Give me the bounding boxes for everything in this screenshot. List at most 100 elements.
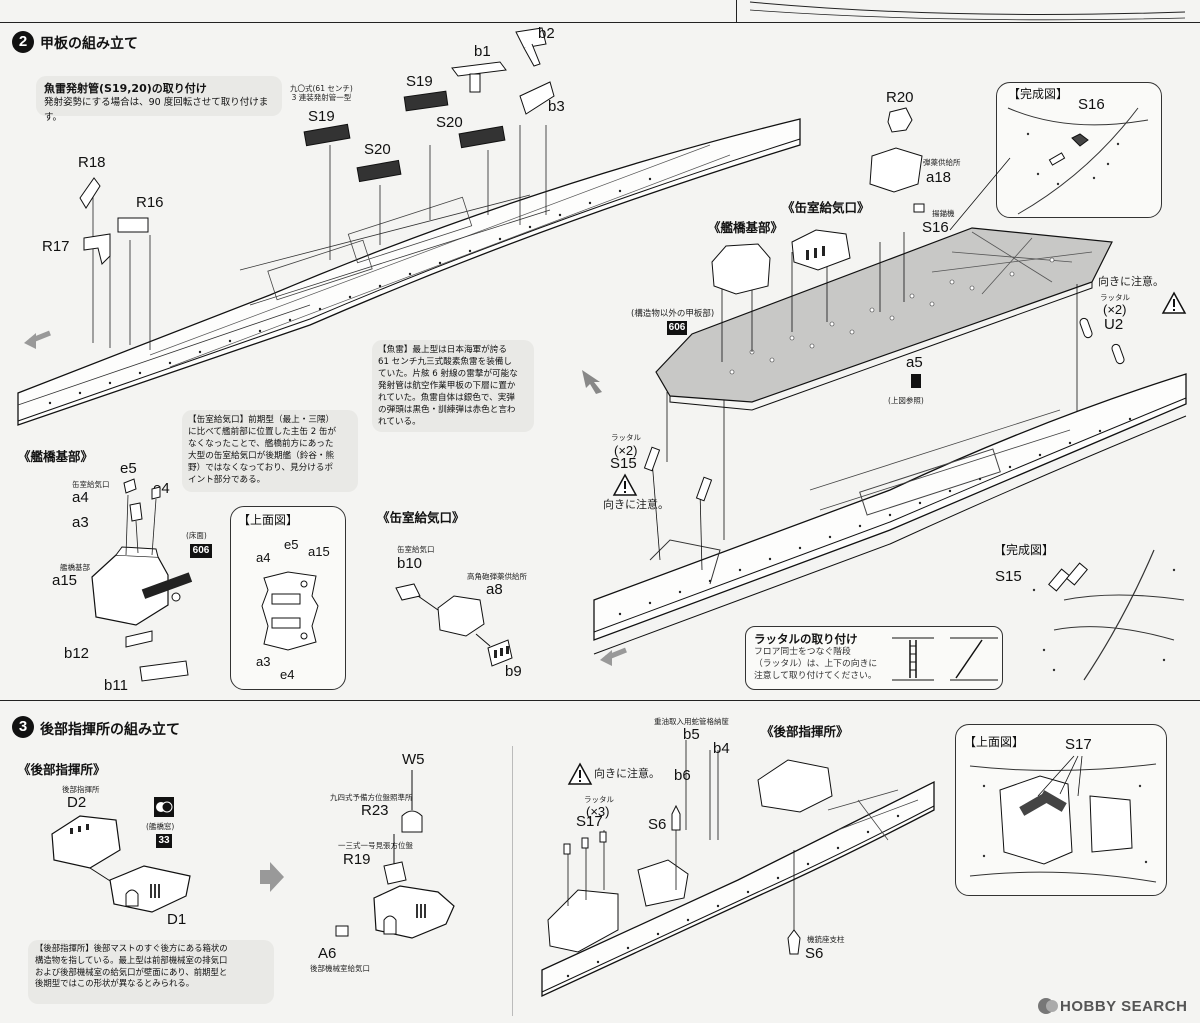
ladder2-caption: ラッタル <box>611 433 641 442</box>
part-b1-label: b1 <box>474 43 491 60</box>
rear-deck-parts <box>79 177 149 265</box>
intake-info-text: 【缶室給気口】前期型（最上・三隈） に比べて艦前部に位置した主缶 2 缶が なく… <box>188 415 337 486</box>
rear-command-parts-drawing <box>51 815 191 913</box>
d2-caption: 後部指揮所 <box>62 785 100 794</box>
step3-top-view-label: 【上面図】 <box>964 735 1025 749</box>
s17-qty: (×3) <box>586 804 610 819</box>
caution-text-3: 向きに注意。 <box>594 767 660 780</box>
part-u2-label: U2 <box>1104 316 1124 333</box>
part-b12-label: b12 <box>64 645 90 662</box>
section-divider <box>0 700 1200 701</box>
r20-a18-parts <box>869 107 925 213</box>
part-b10-label: b10 <box>397 555 423 572</box>
part-r17-label: R17 <box>42 238 70 255</box>
top-view-label: 【上面図】 <box>238 513 299 527</box>
b5-caption: 重油取入用蛇管格納筐 <box>654 717 729 726</box>
rear-command-info-note: 【後部指揮所】後部マストのすぐ後方にある箱状の 構造物を指している。最上型は前部… <box>28 940 274 1004</box>
ladder-note-text: フロア同士をつなぐ階段 （ラッタル）は、上下の向きに 注意して取り付けてください… <box>754 647 878 681</box>
part-b6-label: b6 <box>674 767 691 784</box>
part-a15-label: a15 <box>52 572 78 589</box>
part-s20b-label: S20 <box>364 141 391 158</box>
ladder-note-heading: ラッタルの取り付け <box>754 632 858 646</box>
part-s15b-label: S15 <box>995 568 1022 585</box>
intake-info-note: 【缶室給気口】前期型（最上・三隈） に比べて艦前部に位置した主缶 2 缶が なく… <box>182 410 358 492</box>
part-a18-label: a18 <box>926 169 952 186</box>
tv-s17-label: S17 <box>1065 736 1092 753</box>
part-s16-top-label: S16 <box>1078 96 1105 113</box>
bridge-top-view-drawing <box>261 571 319 651</box>
bridge-base-label-right: 《艦橋基部》 <box>708 220 784 235</box>
hull-caption: (構造物以外の甲板部) <box>631 309 715 319</box>
step3-section-title: 《後部指揮所》 <box>18 762 106 777</box>
a6-caption: 後部機械室給気口 <box>310 964 370 973</box>
part-a5-label: a5 <box>906 354 923 371</box>
step2-top-rule <box>0 22 1200 23</box>
deck-structures-drawing <box>711 229 851 295</box>
paint-code-badge: 606 <box>190 544 212 558</box>
part-s6-label: S6 <box>648 816 667 833</box>
caution-icon <box>1161 291 1187 314</box>
paint-mix-icon <box>154 797 174 817</box>
part-s17-label: S17 <box>576 813 603 830</box>
torpedo-info-text: 【魚雷】最上型は日本海軍が誇る 61 センチ九三式酸素魚雷を装備し ていた。片舷… <box>378 345 518 428</box>
ladder-caption: ラッタル <box>1100 293 1130 302</box>
b10-caption: 缶室給気口 <box>397 545 435 554</box>
bridge-base-title: 《艦橋基部》 <box>18 449 94 464</box>
caution-text-2: 向きに注意。 <box>603 498 669 511</box>
flow-arrow-icon <box>582 370 602 394</box>
ladder2-qty: (×2) <box>614 443 638 458</box>
ladder-orientation-diagrams <box>892 637 998 681</box>
floor-caption: (床面) <box>186 531 207 540</box>
intake-title: 《缶室給気口》 <box>377 510 465 525</box>
part-r20-label: R20 <box>886 89 914 106</box>
a5-caption: (上図参照) <box>888 396 924 405</box>
s17-caption: ラッタル <box>584 795 614 804</box>
tv-e4-label: e4 <box>280 667 295 682</box>
caution-icon-3 <box>567 762 593 785</box>
torpedo-tube-parts <box>303 61 507 183</box>
completed-stern-drawing <box>1032 549 1185 681</box>
s6b-caption: 機銃座支柱 <box>807 935 845 944</box>
paint-code-33: 33 <box>156 834 172 848</box>
part-s6b-label: S6 <box>805 945 824 962</box>
intake-drawing <box>395 583 513 667</box>
tv-a4-label: a4 <box>256 550 271 565</box>
ladder-qty: (×2) <box>1103 302 1127 317</box>
hobby-search-logo-icon <box>1038 998 1058 1014</box>
torpedo-tube-caption: 九〇式(61 センチ) 3 連装発射管一型 <box>290 84 353 102</box>
funnel-intake-label: 《缶室給気口》 <box>782 200 870 215</box>
tv-a3-label: a3 <box>256 654 271 669</box>
part-b2-label: b2 <box>538 25 555 42</box>
deck-plate-drawing <box>655 227 1113 462</box>
torpedo-mount-note: 魚雷発射管(S19,20)の取り付け 発射姿勢にする場合は、90 度回転させて取… <box>36 76 282 123</box>
completed-view-label: 【完成図】 <box>1008 87 1069 101</box>
a8-caption: 高角砲弾薬供給所 <box>467 572 527 581</box>
step3-divider <box>512 746 513 1016</box>
part-b3-label: b3 <box>548 98 565 115</box>
paint-symbol-icon <box>911 374 921 388</box>
caution-icon-2 <box>612 473 638 496</box>
rear-command-info-text: 【後部指揮所】後部マストのすぐ後方にある箱状の 構造物を指している。最上型は前部… <box>35 943 228 989</box>
part-a3-label: a3 <box>72 514 89 531</box>
a4-caption: 缶室給気口 <box>72 480 110 489</box>
part-d2-label: D2 <box>67 794 87 811</box>
previous-step-hull-drawing <box>749 1 1186 21</box>
callout-line <box>949 157 1011 231</box>
completed-view-2-label: 【完成図】 <box>994 543 1055 557</box>
bridge-base-drawing <box>91 478 193 682</box>
r23-caption: 九四式予備方位盤照準所 <box>330 793 413 802</box>
caution-text-upper: 向きに注意。 <box>1098 275 1164 288</box>
s16-caption: 揚錨機 <box>932 209 955 218</box>
part-r19-label: R19 <box>343 851 371 868</box>
part-s15-label: S15 <box>610 455 637 472</box>
bridge-window-caption: (艦橋窓) <box>146 822 175 831</box>
part-a8-label: a8 <box>486 581 503 598</box>
frame-edge <box>736 0 737 22</box>
part-r23-label: R23 <box>361 802 389 819</box>
part-r18-label: R18 <box>78 154 106 171</box>
note-text: 発射姿勢にする場合は、90 度回転させて取り付けます。 <box>44 97 269 123</box>
watermark-text: HOBBY SEARCH <box>1060 998 1188 1015</box>
part-s16-label: S16 <box>922 219 949 236</box>
part-b11-label: b11 <box>104 677 128 694</box>
step3-title: 後部指揮所の組み立て <box>40 722 180 738</box>
